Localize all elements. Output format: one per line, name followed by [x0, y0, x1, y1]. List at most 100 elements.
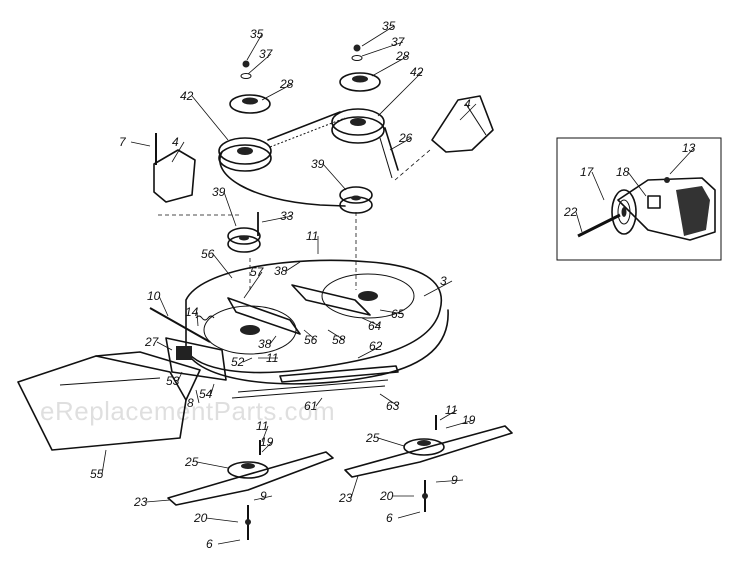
- part-number-57: 57: [250, 265, 265, 279]
- callout-leader: [435, 479, 464, 483]
- pulley-17: [611, 189, 637, 235]
- callout-leader: [261, 441, 273, 453]
- bracket-18: [647, 195, 661, 209]
- callout-leader: [191, 95, 229, 141]
- callout-leader: [322, 163, 347, 191]
- callout-leader: [247, 53, 272, 75]
- callout-leader: [575, 211, 583, 233]
- callout-leader: [261, 215, 293, 223]
- part-number-65: 65: [391, 307, 405, 321]
- callout-leader: [350, 475, 359, 499]
- part-number-4: 4: [172, 135, 179, 149]
- part-number-37: 37: [259, 47, 274, 61]
- part-number-6: 6: [206, 537, 213, 551]
- part-number-64: 64: [368, 319, 382, 333]
- callout-leader: [145, 499, 171, 503]
- part-number-19: 19: [462, 413, 476, 427]
- callout-leader: [217, 539, 241, 545]
- part-number-27: 27: [144, 335, 160, 349]
- part-number-9: 9: [260, 489, 267, 503]
- callout-leader: [130, 141, 151, 147]
- part-number-56: 56: [201, 247, 215, 261]
- callout-leader: [101, 449, 107, 475]
- part-number-42: 42: [410, 65, 424, 79]
- callout-leader: [242, 357, 253, 363]
- part-number-39: 39: [212, 185, 226, 199]
- nut-13: [664, 177, 670, 183]
- part-number-38: 38: [258, 337, 272, 351]
- callout-leader: [269, 335, 277, 345]
- callout-leader: [177, 371, 183, 382]
- part-number-19: 19: [260, 435, 274, 449]
- callout-leader: [361, 25, 395, 47]
- callout-leader: [158, 295, 169, 317]
- part-number-17: 17: [580, 165, 595, 179]
- part-number-7: 7: [119, 135, 127, 149]
- part-number-33: 33: [280, 209, 294, 223]
- part-number-55: 55: [90, 467, 104, 481]
- part-number-11: 11: [445, 403, 457, 417]
- callout-leader: [195, 389, 200, 404]
- part-number-35: 35: [382, 19, 396, 33]
- part-number-11: 11: [306, 229, 318, 243]
- callout-leader: [327, 329, 345, 341]
- callout-leader: [379, 393, 399, 407]
- callout-leader: [253, 495, 273, 501]
- part-number-58: 58: [332, 333, 346, 347]
- inset-detail-box: [556, 137, 722, 261]
- part-number-39: 39: [311, 157, 325, 171]
- part-number-54: 54: [199, 387, 213, 401]
- part-number-35: 35: [250, 27, 264, 41]
- callout-leader: [246, 33, 263, 61]
- part-number-38: 38: [274, 264, 288, 278]
- callout-leader: [361, 41, 404, 57]
- callout-leader: [377, 437, 405, 447]
- part-number-37: 37: [391, 35, 406, 49]
- callout-leader: [156, 341, 173, 351]
- part-number-11: 11: [266, 351, 278, 365]
- part-number-6: 6: [386, 511, 393, 525]
- part-number-13: 13: [682, 141, 696, 155]
- callout-leader: [459, 103, 477, 121]
- part-number-11: 11: [256, 419, 268, 433]
- blade-assembly-left: [167, 440, 334, 540]
- part-number-62: 62: [369, 339, 383, 353]
- part-number-53: 53: [166, 374, 180, 388]
- part-number-26: 26: [398, 131, 413, 145]
- part-number-9: 9: [451, 473, 458, 487]
- callout-leader: [205, 517, 239, 523]
- callout-leader: [445, 419, 475, 429]
- part-number-3: 3: [440, 274, 447, 288]
- part-number-61: 61: [304, 399, 317, 413]
- part-number-8: 8: [187, 396, 194, 410]
- callout-leader: [361, 317, 381, 327]
- callout-leader: [423, 280, 453, 297]
- callout-leader: [243, 271, 263, 299]
- part-number-18: 18: [616, 165, 630, 179]
- part-number-23: 23: [133, 495, 148, 509]
- part-number-28: 28: [395, 49, 410, 63]
- pulley-belt-assembly: [153, 44, 494, 290]
- discharge-chute: [17, 307, 227, 451]
- callout-leader: [397, 511, 421, 519]
- callout-leader: [223, 191, 237, 227]
- watermark-text: eReplacementParts.com: [40, 396, 335, 426]
- callout-leader: [212, 253, 233, 279]
- callout-leader: [377, 71, 423, 117]
- callout-leader: [669, 147, 695, 175]
- callout-leader: [591, 171, 605, 201]
- callout-leader: [261, 425, 269, 443]
- callout-leader: [389, 137, 412, 151]
- callout-leader: [171, 141, 185, 163]
- callout-leader: [196, 311, 199, 327]
- callout-leader: [196, 461, 229, 469]
- bolt-22: [577, 213, 621, 238]
- callout-leader: [303, 329, 317, 341]
- part-number-63: 63: [386, 399, 400, 413]
- mower-deck-housing: [185, 259, 449, 399]
- part-number-23: 23: [338, 491, 353, 505]
- part-number-56: 56: [304, 333, 318, 347]
- part-number-10: 10: [147, 289, 161, 303]
